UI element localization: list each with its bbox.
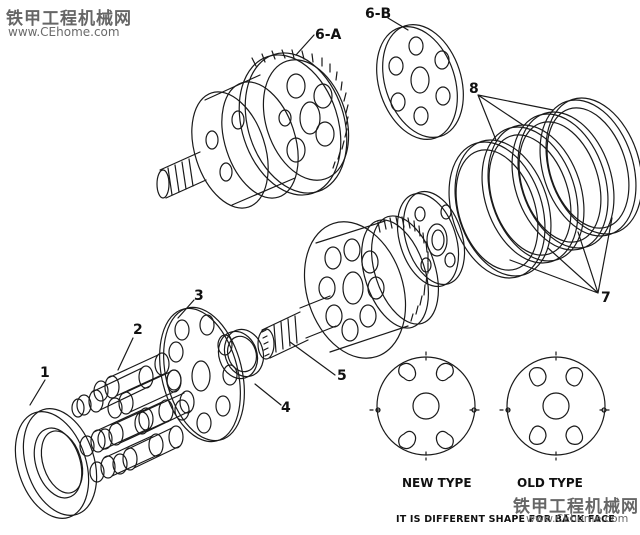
new-type-label: NEW TYPE [402, 476, 472, 490]
back-face-note: IT IS DIFFERENT SHAPE FOR BACK FACE [396, 514, 615, 525]
part-7-8-friction-plates [448, 94, 640, 294]
old-type-face [499, 351, 613, 461]
part-2-pistons [71, 352, 195, 483]
callout-3: 3 [194, 288, 204, 304]
new-type-face [369, 351, 483, 461]
part-4-ball-guide [217, 328, 265, 380]
watermark-url-bottom: www.CEhome.com [526, 512, 629, 525]
part-6a-housing [156, 49, 350, 209]
callout-6a: 6-A [315, 27, 342, 43]
watermark-url-top: www.CEhome.com [8, 25, 120, 39]
part-5-cylinder-block [257, 215, 439, 360]
callout-7: 7 [601, 290, 611, 306]
old-type-label: OLD TYPE [517, 476, 583, 490]
callout-8: 8 [469, 81, 479, 97]
callout-leaders [29, 17, 409, 406]
callout-1: 1 [40, 365, 50, 381]
callout-2: 2 [133, 322, 143, 338]
watermark-brand-bottom: 铁甲工程机械网 [513, 497, 639, 517]
part-3-retainer-plate [159, 306, 245, 443]
callout-4: 4 [281, 400, 291, 416]
callout-5: 5 [337, 368, 347, 384]
valve-plate [396, 190, 466, 288]
watermark-brand-top: 铁甲工程机械网 [6, 9, 132, 29]
callout-6b: 6-B [365, 6, 392, 22]
part-6b-cover [376, 24, 464, 140]
